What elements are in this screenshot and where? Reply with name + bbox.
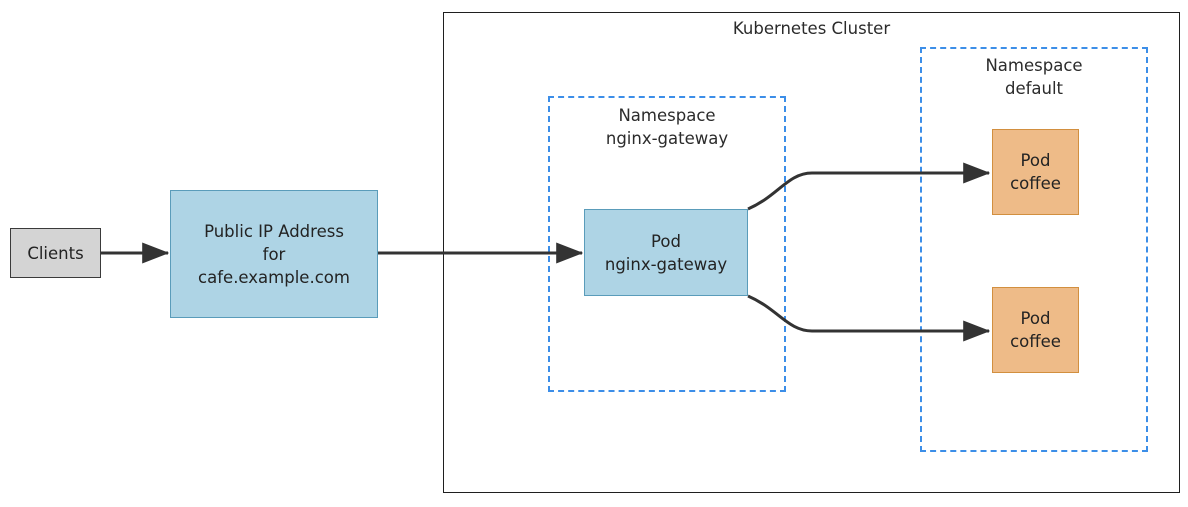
node-pod-coffee-2-label-line2: coffee	[1010, 332, 1061, 351]
node-clients-label: Clients	[27, 243, 84, 263]
node-pod-coffee-2-label: Pod coffee	[1010, 307, 1061, 353]
node-public-ip-label: Public IP Address for cafe.example.com	[198, 220, 350, 289]
node-pod-coffee-2[interactable]: Pod coffee	[992, 287, 1079, 373]
node-pod-nginx-gateway-label: Pod nginx-gateway	[605, 230, 727, 276]
node-public-ip-label-line1: Public IP Address	[204, 221, 344, 241]
node-public-ip-label-line2: for	[262, 244, 286, 264]
kubernetes-cluster-label: Kubernetes Cluster	[732, 19, 891, 38]
node-pod-coffee-1[interactable]: Pod coffee	[992, 129, 1079, 215]
node-pod-nginx-gateway-label-line1: Pod	[651, 231, 681, 251]
namespace-nginx-gateway-label: Namespace nginx-gateway	[548, 104, 786, 150]
node-pod-nginx-gateway[interactable]: Pod nginx-gateway	[584, 209, 748, 296]
namespace-nginx-gateway-label-line2: nginx-gateway	[605, 129, 729, 148]
node-public-ip-label-line3: cafe.example.com	[198, 267, 350, 287]
node-pod-coffee-1-label-line1: Pod	[1020, 151, 1051, 170]
node-pod-coffee-1-label: Pod coffee	[1010, 149, 1061, 195]
namespace-default-label-line1: Namespace	[985, 56, 1083, 75]
node-pod-coffee-1-label-line2: coffee	[1010, 174, 1061, 193]
namespace-nginx-gateway-label-line1: Namespace	[618, 106, 716, 125]
namespace-default-boundary	[920, 47, 1148, 452]
namespace-default-label-line2: default	[1004, 79, 1064, 98]
node-pod-coffee-2-label-line1: Pod	[1020, 309, 1051, 328]
namespace-default-label: Namespace default	[920, 54, 1148, 100]
node-clients[interactable]: Clients	[10, 228, 101, 278]
namespace-nginx-gateway-boundary	[548, 96, 786, 392]
node-public-ip-address[interactable]: Public IP Address for cafe.example.com	[170, 190, 378, 318]
node-pod-nginx-gateway-label-line2: nginx-gateway	[604, 254, 728, 274]
